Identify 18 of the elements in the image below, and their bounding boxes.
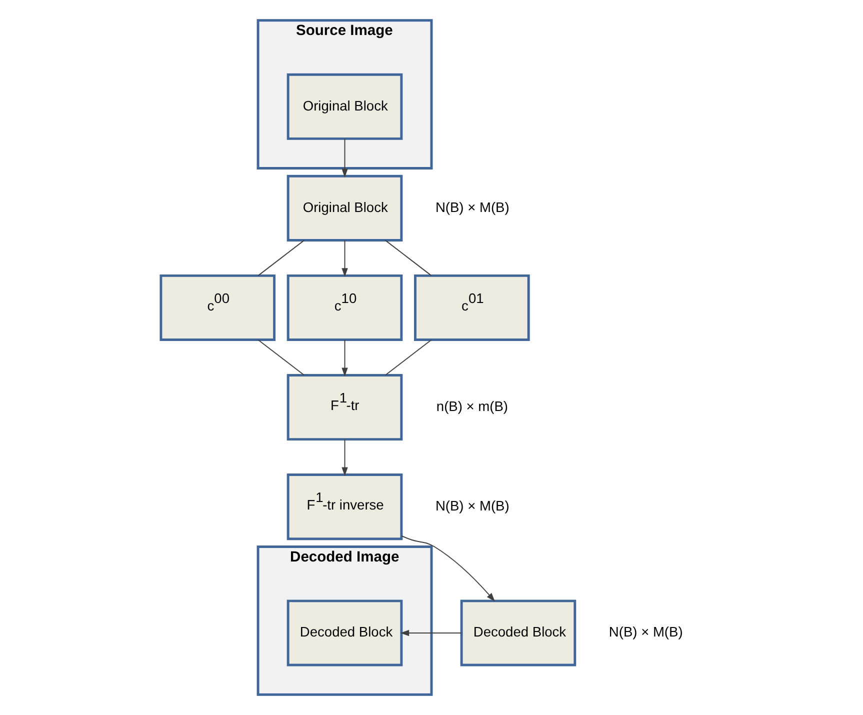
arrow (342, 438, 348, 476)
arrow (401, 535, 496, 602)
arrow (400, 630, 462, 636)
node-box: Original Block (286, 73, 403, 140)
arrow (342, 339, 348, 377)
arrow (342, 138, 348, 178)
node-box: Decoded Block (460, 600, 576, 666)
connector (258, 240, 305, 276)
node-box: Original Block (286, 174, 403, 242)
connector (384, 240, 432, 276)
node-label: n(B) × m(B) (436, 398, 508, 414)
node-label: N(B) × M(B) (608, 624, 683, 640)
node-label: N(B) × M(B) (435, 498, 510, 514)
connector (258, 339, 305, 376)
arrow (342, 240, 348, 278)
node-label: N(B) × M(B) (435, 200, 510, 215)
connector (384, 339, 432, 376)
node-box: Decoded Block (286, 600, 403, 666)
